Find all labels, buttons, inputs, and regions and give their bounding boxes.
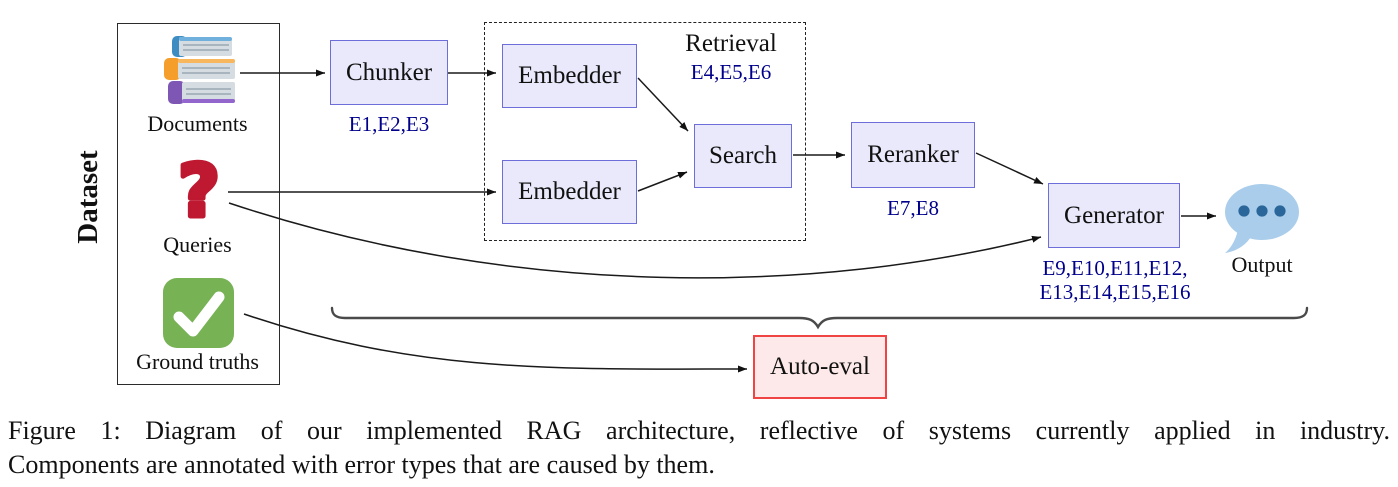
underbrace [330,306,1309,330]
chunker-label: Chunker [345,58,433,86]
ground-truths-label: Ground truths [136,349,259,374]
book-middle [164,58,235,80]
search-node: Search [694,124,792,188]
search-label: Search [708,142,778,169]
chunker-node: Chunker [330,40,448,105]
check-mark-icon [163,278,234,348]
embedder-documents-label: Embedder [518,62,621,89]
retrieval-errors: E4,E5,E6 [690,60,772,84]
output-label: Output [1231,252,1293,277]
svg-text:?: ? [178,149,220,232]
generator-errors-line1: E9,E10,E11,E12, [1042,256,1188,280]
figure-caption: Figure 1: Diagram of our implemented RAG… [8,414,1390,482]
generator-errors-line2: E13,E14,E15,E16 [1039,280,1191,304]
auto-eval-label: Auto-eval [770,353,870,380]
dataset-title: Dataset [72,150,104,244]
book-top [172,36,232,57]
chunker-errors: E1,E2,E3 [348,112,430,136]
reranker-node: Reranker [851,122,975,188]
documents-label: Documents [147,111,248,136]
generator-node: Generator [1048,183,1180,248]
caption-line-2: Components are annotated with error type… [8,450,715,479]
caption-line-1: Figure 1: Diagram of our implemented RAG… [8,416,1390,445]
books-icon [164,36,235,104]
speech-bubble-icon [1225,184,1299,253]
auto-eval-node: Auto-eval [753,335,887,399]
arrow-groundtruths-to-autoeval [243,313,748,373]
embedder-documents-node: Embedder [502,44,637,108]
embedder-queries-label: Embedder [518,178,621,205]
generator-label: Generator [1064,201,1164,229]
embedder-queries-node: Embedder [502,160,637,224]
question-mark-icon: ? [176,148,223,232]
arrow-reranker-to-generator [975,152,1044,185]
reranker-errors: E7,E8 [887,196,939,220]
retrieval-label: Retrieval [685,30,777,57]
book-bottom [168,81,235,104]
queries-label: Queries [163,232,232,257]
reranker-label: Reranker [867,141,959,168]
